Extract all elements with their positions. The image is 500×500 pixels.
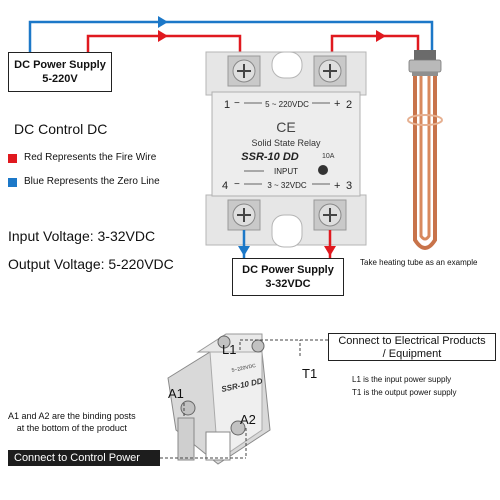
red-legend-swatch xyxy=(8,154,17,163)
terminal-number-4: 4 xyxy=(222,180,228,192)
power-supply-bottom-box: DC Power Supply 3-32VDC xyxy=(232,258,344,296)
small-relay-range: 5~220VDC xyxy=(231,363,257,374)
label-t1: T1 xyxy=(302,366,318,381)
plus-sign-2: + xyxy=(334,98,340,110)
blue-legend-swatch xyxy=(8,178,17,187)
terminal-screw-2 xyxy=(313,55,347,87)
blue-wire-arrow-down xyxy=(238,246,250,256)
connect-electrical-box: Connect to Electrical Products / Equipme… xyxy=(328,333,496,361)
terminal-screw-4 xyxy=(227,199,261,231)
heating-tube xyxy=(407,50,443,250)
output-voltage-text: Output Voltage: 5-220VDC xyxy=(8,256,174,272)
ce-mark: CE xyxy=(276,119,295,135)
binding-post-note-line2: at the bottom of the product xyxy=(16,423,127,433)
relay-model: SSR-10 DD xyxy=(241,151,299,163)
power-supply-top-line2: 5-220V xyxy=(42,73,78,85)
plus-sign-3: + xyxy=(334,180,340,192)
minus-sign-4: − xyxy=(234,179,240,190)
connect-control-label: Connect to Control Power xyxy=(8,450,160,466)
relay-title: Solid State Relay xyxy=(251,138,321,148)
relay-current: 10A xyxy=(322,153,335,160)
red-legend-label: Red Represents the Fire Wire xyxy=(24,152,157,163)
terminal-screw-3 xyxy=(313,199,347,231)
label-a1: A1 xyxy=(168,386,184,401)
input-range: 3 ~ 32VDC xyxy=(267,181,307,190)
l1-note: L1 is the input power supply xyxy=(352,375,452,384)
minus-sign-1: − xyxy=(234,98,240,109)
solid-state-relay: 1 − 5 ~ 220VDC + 2 CE Solid State Relay … xyxy=(205,51,367,248)
blue-legend-label: Blue Represents the Zero Line xyxy=(24,176,160,187)
power-supply-bottom-line2: 3-32VDC xyxy=(265,278,311,290)
red-wire-arrow-down xyxy=(324,246,336,256)
t1-note: T1 is the output power supply xyxy=(352,388,457,397)
output-range: 5 ~ 220VDC xyxy=(265,100,309,109)
red-wire-arrow-2 xyxy=(376,30,386,42)
power-supply-bottom-line1: DC Power Supply xyxy=(242,264,334,276)
terminal-screw-1 xyxy=(227,55,261,87)
label-a2: A2 xyxy=(240,412,256,427)
binding-post-note-line1: A1 and A2 are the binding posts xyxy=(8,411,136,421)
red-wire-t2-to-heater xyxy=(330,34,420,60)
terminal-number-1: 1 xyxy=(224,99,230,111)
control-label: DC Control DC xyxy=(14,121,108,137)
small-relay: SSR-10 DD 5~220VDC xyxy=(167,333,271,465)
heating-tube-note: Take heating tube as an example xyxy=(360,258,478,267)
input-label: INPUT xyxy=(274,167,298,176)
input-voltage-text: Input Voltage: 3-32VDC xyxy=(8,228,156,244)
terminal-number-2: 2 xyxy=(346,99,352,111)
red-wire-arrow-1 xyxy=(158,30,168,42)
indicator-led xyxy=(318,165,328,175)
power-supply-top-box: DC Power Supply 5-220V xyxy=(8,52,112,92)
blue-wire-top xyxy=(28,20,434,52)
connect-electrical-line2: / Equipment xyxy=(382,348,442,360)
binding-post-note: A1 and A2 are the binding posts at the b… xyxy=(8,410,136,434)
blue-wire-arrow xyxy=(158,16,168,28)
label-l1: L1 xyxy=(222,342,237,357)
terminal-number-3: 3 xyxy=(346,180,352,192)
power-supply-top-line1: DC Power Supply xyxy=(14,59,106,71)
connect-electrical-line1: Connect to Electrical Products xyxy=(338,335,486,347)
